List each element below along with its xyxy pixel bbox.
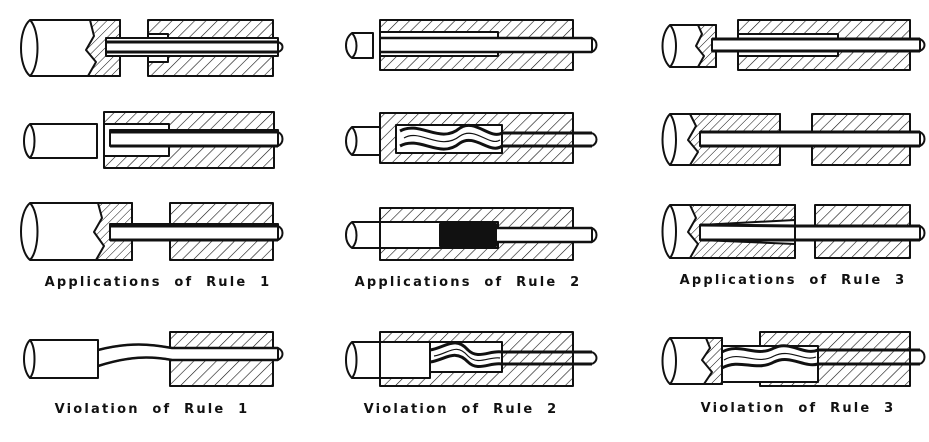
diagram-col2-violation (345, 331, 598, 387)
diagram-col3-row2 (661, 113, 926, 166)
diagram-col3-row1 (661, 19, 926, 71)
diagram-col1-row3 (20, 202, 284, 261)
diagram-col3-row3 (661, 204, 926, 259)
caption-violation-rule-3: Violation of Rule 3 (700, 401, 896, 416)
caption-violation-rule-1: Violation of Rule 1 (54, 402, 250, 417)
diagram-col2-row3 (345, 207, 598, 261)
caption-applications-rule-1: Applications of Rule 1 (44, 275, 272, 290)
diagram-col1-row1 (20, 19, 284, 77)
diagram-col2-row2 (345, 112, 598, 164)
diagram-col2-row1 (345, 19, 598, 71)
diagram-col3-violation (661, 331, 926, 387)
diagram-col1-violation (23, 331, 284, 387)
caption-violation-rule-2: Violation of Rule 2 (363, 402, 559, 417)
caption-applications-rule-3: Applications of Rule 3 (679, 273, 907, 288)
diagram-col1-row2 (23, 111, 284, 169)
caption-applications-rule-2: Applications of Rule 2 (354, 275, 582, 290)
